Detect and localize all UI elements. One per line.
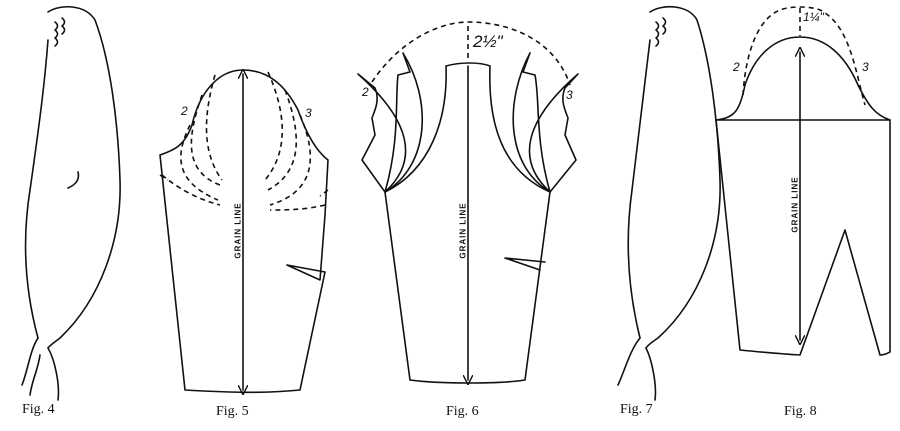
fig5-mark-2: 2 (181, 104, 188, 118)
fig5-label: Fig. 5 (216, 404, 249, 419)
fig8-mark-2: 2 (733, 60, 740, 74)
fig5-sleeve-pattern (159, 70, 329, 392)
fig6-mark-3: 3 (566, 88, 573, 102)
fig5-mark-3: 3 (305, 106, 312, 120)
fig8-sleeve-pattern (715, 6, 891, 356)
fig6-slashed-sleeve-pattern (357, 21, 579, 383)
fig7-label: Fig. 7 (620, 402, 653, 417)
fig6-cap-increase: 2½" (473, 32, 503, 51)
fig7-arm-sketch (617, 5, 721, 401)
fig8-grain-line-label: GRAIN LINE (790, 176, 800, 233)
fig4-arm-sketch (21, 5, 121, 401)
fig6-grain-line-label: GRAIN LINE (458, 202, 468, 259)
fig5-grain-line-label: GRAIN LINE (233, 202, 243, 259)
fig8-label: Fig. 8 (784, 404, 817, 419)
fig4-label: Fig. 4 (22, 402, 55, 417)
fig6-mark-2: 2 (362, 85, 369, 99)
fig8-mark-3: 3 (862, 60, 869, 74)
fig8-cap-increase: 1¼" (803, 10, 824, 24)
fig6-label: Fig. 6 (446, 404, 479, 419)
